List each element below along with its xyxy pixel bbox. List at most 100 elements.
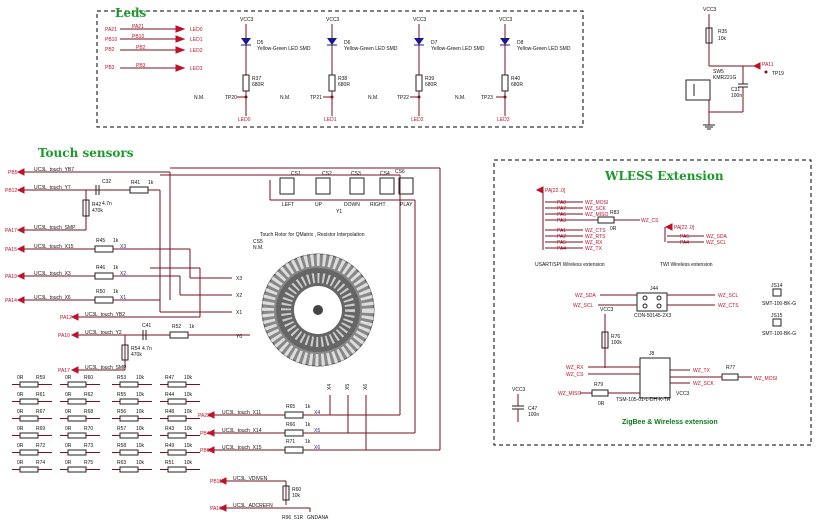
svg-text:PA11: PA11	[762, 62, 774, 68]
grid-label: 10k	[184, 443, 193, 449]
svg-text:UC3L_ADCREFN: UC3L_ADCREFN	[233, 503, 273, 509]
svg-text:R37: R37	[252, 76, 261, 82]
svg-text:0R: 0R	[598, 401, 605, 407]
svg-text:WZ_TX: WZ_TX	[693, 368, 711, 374]
grid-resistor	[19, 398, 39, 405]
svg-text:SMT-100-BK-G: SMT-100-BK-G	[762, 331, 796, 337]
svg-text:VCC3: VCC3	[512, 387, 526, 393]
touch-row-pa17a: PA17 UC3L_touch_SMP	[5, 225, 86, 234]
svg-text:WZ_SCL: WZ_SCL	[706, 240, 727, 246]
svg-text:CS6: CS6	[395, 169, 405, 175]
touch-row-pa19: PA19 UC3L_touch_X3 R46 1k X2	[5, 265, 180, 280]
touch-buttons: CS1 CS2 CS3 CS4 CS6 LEFT UP DOWN RIGHT P…	[269, 169, 415, 215]
touch-row-pb4: PB4 UC3L_touch_X14 R66 1k X5	[200, 422, 415, 437]
svg-text:R41: R41	[131, 180, 140, 186]
grid-resistor	[119, 415, 139, 422]
svg-text:R39: R39	[425, 76, 434, 82]
svg-text:PA21: PA21	[105, 27, 117, 33]
svg-text:WZ_CS: WZ_CS	[641, 218, 659, 224]
svg-text:VCC3: VCC3	[600, 307, 614, 313]
svg-text:X1: X1	[120, 295, 126, 301]
touch-row-pa14: PA14 UC3L_touch_X6 R50 1k X1	[5, 289, 160, 304]
svg-text:X2: X2	[120, 271, 126, 277]
svg-text:WZ_MOSI: WZ_MOSI	[585, 200, 608, 206]
grid-label: 0R	[17, 443, 24, 449]
svg-text:CS5: CS5	[253, 239, 263, 245]
grid-label: R47	[165, 375, 174, 381]
svg-text:PA2: PA2	[557, 234, 566, 240]
svg-text:PB5: PB5	[8, 170, 18, 176]
svg-text:TSM-105-01-L-DH-K-TR: TSM-105-01-L-DH-K-TR	[616, 397, 671, 403]
r76-pullup: VCC3 R76 100k	[600, 307, 622, 368]
svg-text:R83: R83	[610, 210, 619, 216]
svg-text:PA14: PA14	[5, 298, 17, 304]
grid-resistor	[67, 466, 87, 473]
grid-label: R57	[117, 426, 126, 432]
svg-text:X4: X4	[314, 410, 320, 416]
grid-label: R53	[117, 375, 126, 381]
grid-label: R49	[165, 443, 174, 449]
grid-resistor	[119, 381, 139, 388]
net-x2: X2	[236, 293, 242, 299]
grid-label: R48	[165, 409, 174, 415]
svg-text:TWI Wireless extension: TWI Wireless extension	[660, 262, 713, 268]
svg-text:1k: 1k	[189, 324, 195, 330]
svg-text:WZ_MOSI: WZ_MOSI	[754, 376, 777, 382]
svg-text:PA1: PA1	[557, 228, 566, 234]
touch-row-pa22: PA22 UC3L_touch_X11 R65 1k X4	[198, 404, 400, 419]
grid-label: 10k	[184, 426, 193, 432]
svg-text:UC3L_touch_Y7: UC3L_touch_Y7	[34, 185, 71, 191]
svg-text:X6: X6	[363, 384, 369, 390]
leds-box	[96, 10, 584, 128]
svg-text:R38: R38	[338, 76, 347, 82]
svg-text:WZ_CTS: WZ_CTS	[718, 303, 739, 309]
svg-text:1k: 1k	[113, 289, 119, 295]
svg-text:X6: X6	[314, 445, 320, 451]
svg-text:PLAY: PLAY	[400, 202, 413, 208]
svg-text:R76: R76	[611, 334, 620, 340]
svg-text:N.M.: N.M.	[253, 245, 264, 251]
grid-label: 10k	[136, 409, 145, 415]
svg-text:1k: 1k	[305, 404, 311, 410]
svg-text:UC3L_touch_X15: UC3L_touch_X15	[34, 244, 74, 250]
svg-text:D5: D5	[257, 40, 264, 46]
svg-text:LED0: LED0	[238, 117, 251, 123]
svg-text:X5: X5	[314, 428, 320, 434]
svg-text:TP23: TP23	[481, 95, 493, 101]
svg-text:CS3: CS3	[351, 171, 361, 177]
svg-text:TP19: TP19	[772, 71, 784, 77]
svg-text:PB11: PB11	[210, 479, 222, 485]
touch-row-pa17b: PA17 UC3L_touch_SMP	[58, 365, 127, 374]
svg-text:1k: 1k	[148, 180, 154, 186]
svg-text:WZ_RX: WZ_RX	[566, 365, 584, 371]
grid-label: R73	[84, 443, 93, 449]
svg-text:1k: 1k	[113, 238, 119, 244]
grid-label: R55	[117, 392, 126, 398]
grid-label: 0R	[17, 392, 24, 398]
svg-text:VCC3: VCC3	[676, 391, 690, 397]
svg-text:Y0: Y0	[236, 334, 242, 340]
svg-text:CS4: CS4	[380, 171, 390, 177]
svg-text:Y1: Y1	[336, 209, 342, 215]
svg-text:WZ_MISO: WZ_MISO	[585, 212, 608, 218]
grid-label: R62	[84, 392, 93, 398]
svg-text:R42: R42	[92, 202, 101, 208]
svg-text:X4: X4	[327, 384, 333, 390]
grid-label: R72	[36, 443, 45, 449]
touch-row-pa16: PA16 UC3L_ADCREFN R96 51R GNDANA	[210, 503, 329, 521]
svg-text:0R: 0R	[610, 226, 617, 232]
svg-text:D8: D8	[517, 40, 524, 46]
svg-text:R79: R79	[594, 382, 603, 388]
svg-text:J44: J44	[650, 286, 658, 292]
svg-text:C41: C41	[142, 323, 151, 329]
touch-row-pa10: PA10 UC3L_touch_Y2 C41 4.7n R52 1k Y0 R5…	[58, 323, 250, 370]
svg-text:4.7n: 4.7n	[142, 346, 152, 352]
svg-text:PB10: PB10	[132, 34, 144, 40]
led-pin-1: PB10 PB10 LED1	[105, 34, 203, 43]
svg-text:R65: R65	[286, 404, 295, 410]
svg-text:R54: R54	[131, 346, 140, 352]
svg-text:UP: UP	[315, 202, 323, 208]
grid-label: R44	[165, 392, 174, 398]
svg-text:R52: R52	[172, 324, 181, 330]
